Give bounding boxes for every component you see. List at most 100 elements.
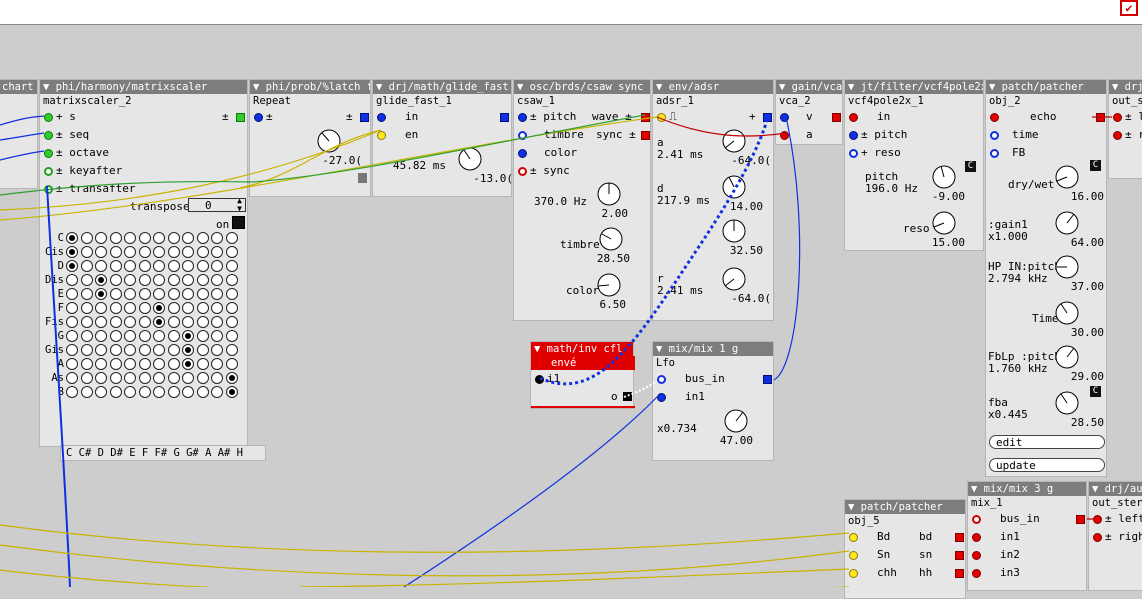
matrix-cell[interactable]: [196, 316, 209, 328]
matrix-cell[interactable]: [95, 260, 107, 272]
matrix-cell[interactable]: [80, 358, 93, 370]
matrix-cell[interactable]: [182, 386, 194, 398]
matrix-cell[interactable]: [211, 344, 223, 356]
matrix-cell[interactable]: [182, 288, 194, 300]
matrix-cell[interactable]: [182, 260, 194, 272]
matrix-cell[interactable]: [153, 344, 165, 356]
matrix-cell[interactable]: [138, 386, 151, 398]
matrix-cell[interactable]: [124, 358, 136, 370]
outlet-out[interactable]: [832, 113, 841, 122]
matrix-cell[interactable]: [211, 246, 223, 258]
matrix-cell[interactable]: [211, 386, 223, 398]
matrix-cell[interactable]: [95, 316, 107, 328]
matrix-cell[interactable]: [225, 372, 238, 384]
matrix-cell[interactable]: [95, 372, 107, 384]
matrix-cell[interactable]: [124, 372, 136, 384]
matrix-cell[interactable]: [80, 330, 93, 342]
context-menu-icon[interactable]: C: [1090, 386, 1101, 397]
inlet-timbre[interactable]: [518, 131, 527, 140]
matrix-cell[interactable]: [109, 260, 122, 272]
inlet-trig[interactable]: [254, 113, 263, 122]
inlet-reso[interactable]: [849, 149, 858, 158]
inlet-right[interactable]: [1093, 533, 1102, 542]
matrix-cell[interactable]: [153, 246, 165, 258]
object-header[interactable]: ▼ patch/patcher: [845, 500, 965, 514]
matrix-cell[interactable]: [167, 372, 180, 384]
color-knob[interactable]: 6.50: [594, 272, 626, 316]
inlet-in[interactable]: [849, 113, 858, 122]
matrix-cell[interactable]: [182, 330, 194, 342]
inlet-left[interactable]: [1093, 515, 1102, 524]
matrix-cell[interactable]: [196, 344, 209, 356]
matrix-cell[interactable]: [109, 344, 122, 356]
matrix-cell[interactable]: [211, 372, 223, 384]
outlet-wave[interactable]: [641, 113, 650, 122]
object-header[interactable]: ▼ mix/mix 1 g: [653, 342, 773, 356]
matrix-cell[interactable]: [196, 386, 209, 398]
matrix-cell[interactable]: [95, 358, 107, 370]
matrix-cell[interactable]: [211, 358, 223, 370]
matrix-cell[interactable]: [167, 288, 180, 300]
context-menu-icon[interactable]: C: [965, 161, 976, 172]
context-menu-icon[interactable]: C: [1090, 160, 1101, 171]
matrix-cell[interactable]: [80, 344, 93, 356]
matrix-cell[interactable]: [109, 246, 122, 258]
matrix-cell[interactable]: [225, 302, 238, 314]
matrix-cell[interactable]: [211, 330, 223, 342]
matrix-cell[interactable]: [196, 302, 209, 314]
matrix-cell[interactable]: [109, 358, 122, 370]
matrix-cell[interactable]: [225, 386, 238, 398]
matrix-cell[interactable]: [124, 386, 136, 398]
matrix-cell[interactable]: [196, 288, 209, 300]
matrix-cell[interactable]: [211, 288, 223, 300]
inlet-echo[interactable]: [990, 113, 999, 122]
matrix-cell[interactable]: [153, 232, 165, 244]
lfo-mix-object[interactable]: ▼ mix/mix 1 g Lfo bus_in in1 x0.734 47.0…: [652, 341, 774, 461]
matrix-cell[interactable]: [66, 344, 78, 356]
object-header[interactable]: ▼ drj/: [1109, 80, 1142, 94]
inlet-pitch[interactable]: [849, 131, 858, 140]
matrix-cell[interactable]: [95, 330, 107, 342]
drywet-knob[interactable]: 16.00: [1050, 164, 1104, 208]
matrix-cell[interactable]: [211, 260, 223, 272]
inlet-time[interactable]: [990, 131, 999, 140]
matrix-cell[interactable]: [80, 302, 93, 314]
inlet-color[interactable]: [518, 149, 527, 158]
matrix-cell[interactable]: [109, 274, 122, 286]
decay-knob[interactable]: 14.00: [717, 174, 763, 218]
inlet-chh[interactable]: [849, 569, 858, 578]
output-object[interactable]: ▼ drj/ out_st ± l ± r: [1108, 79, 1142, 179]
echo-patcher-object[interactable]: ▼ patch/patcher obj_2 echo time FB C dry…: [985, 79, 1107, 477]
object-header[interactable]: ▼ phi/prob/%latch f: [250, 80, 370, 94]
matrix-cell[interactable]: [66, 330, 78, 342]
matrix-cell[interactable]: [182, 274, 194, 286]
outlet-sync[interactable]: [641, 131, 650, 140]
time-knob[interactable]: 30.00: [1050, 300, 1104, 344]
matrix-cell[interactable]: [211, 274, 223, 286]
matrix-cell[interactable]: [167, 386, 180, 398]
inlet-a[interactable]: [780, 131, 789, 140]
matrix-cell[interactable]: [138, 330, 151, 342]
matrix-cell[interactable]: [124, 274, 136, 286]
matrix-cell[interactable]: [66, 288, 78, 300]
matrix-cell[interactable]: [138, 372, 151, 384]
matrix-cell[interactable]: [124, 260, 136, 272]
matrix-cell[interactable]: [95, 274, 107, 286]
matrix-cell[interactable]: [211, 302, 223, 314]
matrix-cell[interactable]: [66, 274, 78, 286]
matrix-cell[interactable]: [182, 358, 194, 370]
matrix-cell[interactable]: [124, 232, 136, 244]
reso-knob[interactable]: 15.00: [925, 210, 965, 254]
matrix-cell[interactable]: [196, 372, 209, 384]
matrix-cell[interactable]: [124, 288, 136, 300]
csaw-oscillator-object[interactable]: ▼ osc/brds/csaw sync csaw_1 ± pitch timb…: [513, 79, 651, 321]
matrix-cell[interactable]: [167, 260, 180, 272]
matrix-cell[interactable]: [109, 316, 122, 328]
matrix-cell[interactable]: [109, 330, 122, 342]
inlet-fb[interactable]: [990, 149, 999, 158]
inlet-s[interactable]: [44, 113, 53, 122]
matrix-cell[interactable]: [225, 232, 238, 244]
matrix-cell[interactable]: [211, 232, 223, 244]
inlet-keyafter[interactable]: [44, 167, 53, 176]
matrix-cell[interactable]: [66, 302, 78, 314]
